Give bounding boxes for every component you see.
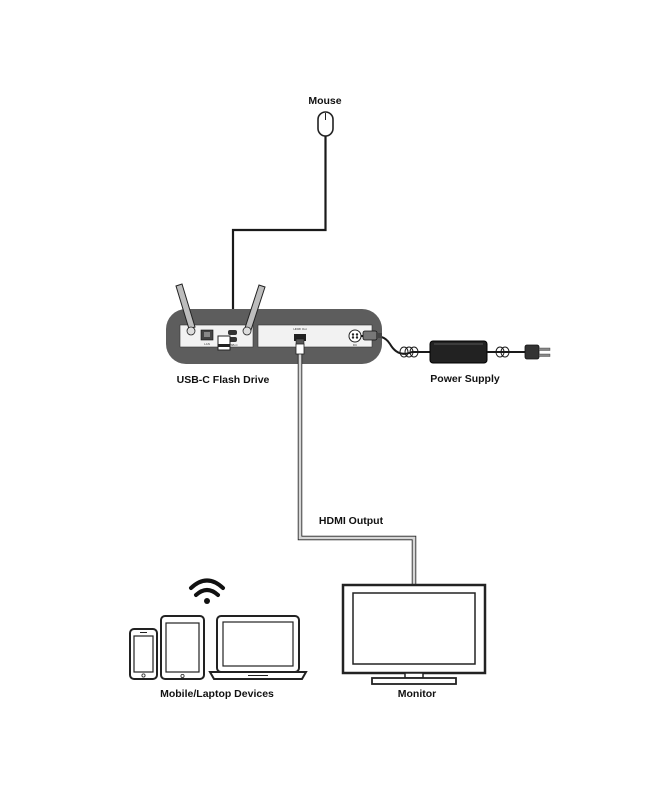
hdmi-connector (295, 343, 305, 355)
usb-c-port-label: USB-C (228, 343, 238, 347)
lan-port (200, 329, 214, 341)
power-adapter-icon (429, 340, 488, 364)
laptop-icon (208, 615, 308, 680)
power-supply-label: Power Supply (430, 373, 500, 385)
lan-port-label: LAN (204, 342, 210, 346)
monitor-label: Monitor (398, 688, 437, 700)
cable-coil (399, 346, 419, 358)
tablet-icon (160, 615, 205, 680)
hdmi-output-label: HDMI Output (319, 515, 384, 527)
hdmi-cable (297, 350, 417, 588)
power-plug-icon (524, 344, 551, 360)
dc-connector (362, 330, 382, 341)
cable-coil (495, 346, 510, 358)
dc-port (348, 329, 362, 343)
usb-flash-drive-label: USB-C Flash Drive (177, 374, 270, 386)
mouse-cable (231, 136, 327, 320)
smartphone-icon (129, 628, 158, 680)
wifi-icon (189, 578, 225, 604)
mouse-icon (317, 111, 334, 137)
antenna-icon (242, 284, 266, 336)
antenna-icon (175, 283, 196, 336)
wireless-device: LAN USB-C HDMI Out DC (166, 283, 382, 364)
mouse-label: Mouse (308, 95, 341, 107)
hdmi-port (294, 334, 306, 346)
mobile-laptop-label: Mobile/Laptop Devices (160, 688, 274, 700)
hdmi-port-label: HDMI Out (293, 327, 307, 331)
monitor-icon (341, 583, 487, 685)
usb-flash-drive-icon (217, 335, 231, 351)
dc-port-label: DC (353, 343, 358, 347)
